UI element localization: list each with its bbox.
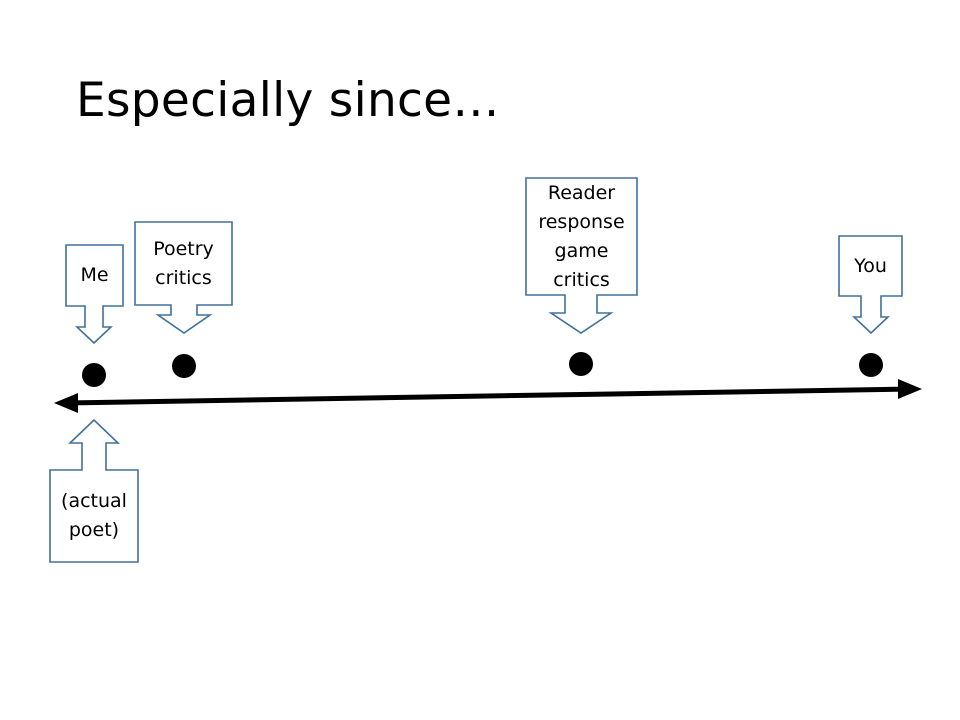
dot-you xyxy=(859,353,883,377)
callout-you-shape xyxy=(838,235,903,335)
callout-poetry-critics xyxy=(134,221,233,334)
label-poetry-critics: Poetry critics xyxy=(153,237,214,289)
label-actual-poet: (actual poet) xyxy=(61,490,127,541)
label-you: You xyxy=(854,254,887,277)
dot-poetry-critics xyxy=(172,354,196,378)
callout-you xyxy=(838,235,903,335)
dot-me xyxy=(82,363,106,387)
spectrum-axis xyxy=(54,379,922,413)
label-reader-response: Reader response game critics xyxy=(538,181,625,291)
callout-me-shape xyxy=(65,244,124,345)
axis-left-arrowhead xyxy=(54,393,78,413)
callout-me xyxy=(65,244,124,345)
label-me: Me xyxy=(80,264,109,286)
dot-reader-response xyxy=(569,352,593,376)
slide-title: Especially since… xyxy=(76,73,500,128)
callout-reader-response xyxy=(525,177,638,334)
callout-poetry-critics-shape xyxy=(134,221,233,334)
axis-line xyxy=(65,386,913,406)
axis-right-arrowhead xyxy=(898,379,922,399)
callout-actual-poet xyxy=(49,418,139,563)
callout-reader-response-shape xyxy=(525,177,638,334)
callout-actual-poet-shape xyxy=(49,418,139,563)
